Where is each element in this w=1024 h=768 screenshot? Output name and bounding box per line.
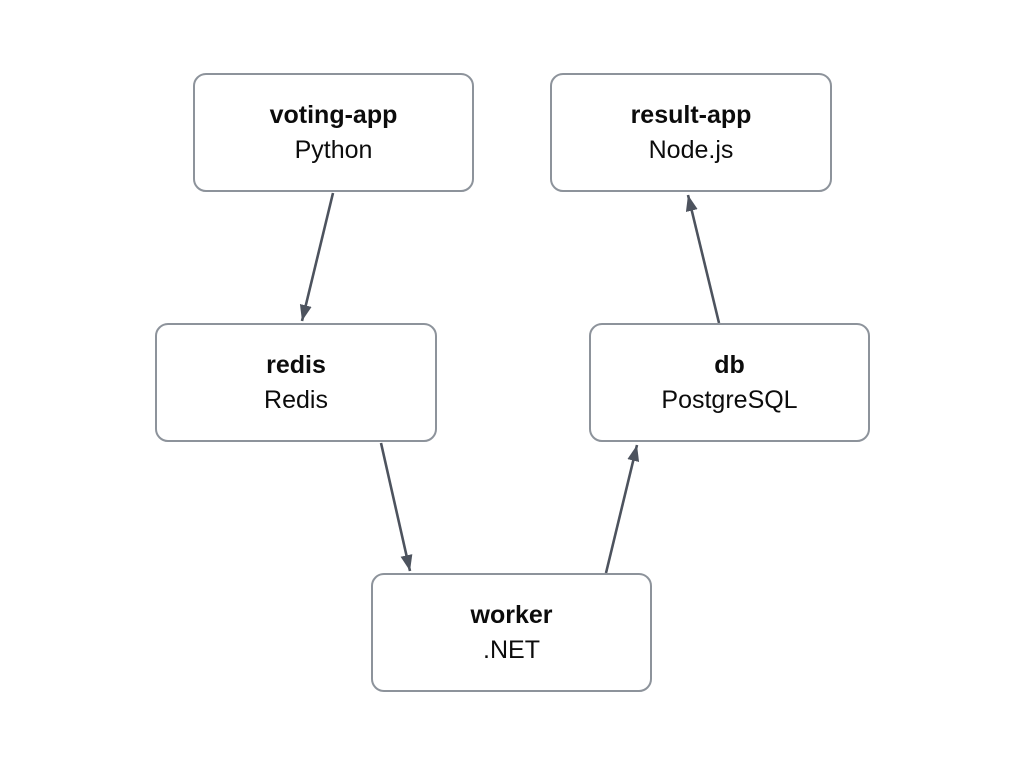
node-redis[interactable]: redis Redis xyxy=(155,323,437,442)
edge-worker-to-db xyxy=(604,444,640,574)
node-title: result-app xyxy=(630,100,752,129)
node-title: redis xyxy=(266,350,326,379)
node-subtitle: Python xyxy=(294,135,373,164)
node-subtitle: Node.js xyxy=(648,135,734,164)
node-title: db xyxy=(714,350,745,379)
node-db[interactable]: db PostgreSQL xyxy=(589,323,870,442)
node-subtitle: .NET xyxy=(483,635,540,664)
edge-redis-to-worker xyxy=(379,442,413,572)
node-voting-app[interactable]: voting-app Python xyxy=(193,73,474,192)
edge-voting-app-to-redis xyxy=(299,192,335,322)
node-worker[interactable]: worker .NET xyxy=(371,573,652,692)
node-title: worker xyxy=(470,600,553,629)
edge-db-to-result-app xyxy=(685,194,721,324)
node-result-app[interactable]: result-app Node.js xyxy=(550,73,832,192)
node-subtitle: Redis xyxy=(264,385,328,414)
node-subtitle: PostgreSQL xyxy=(661,385,798,414)
node-title: voting-app xyxy=(269,100,398,129)
